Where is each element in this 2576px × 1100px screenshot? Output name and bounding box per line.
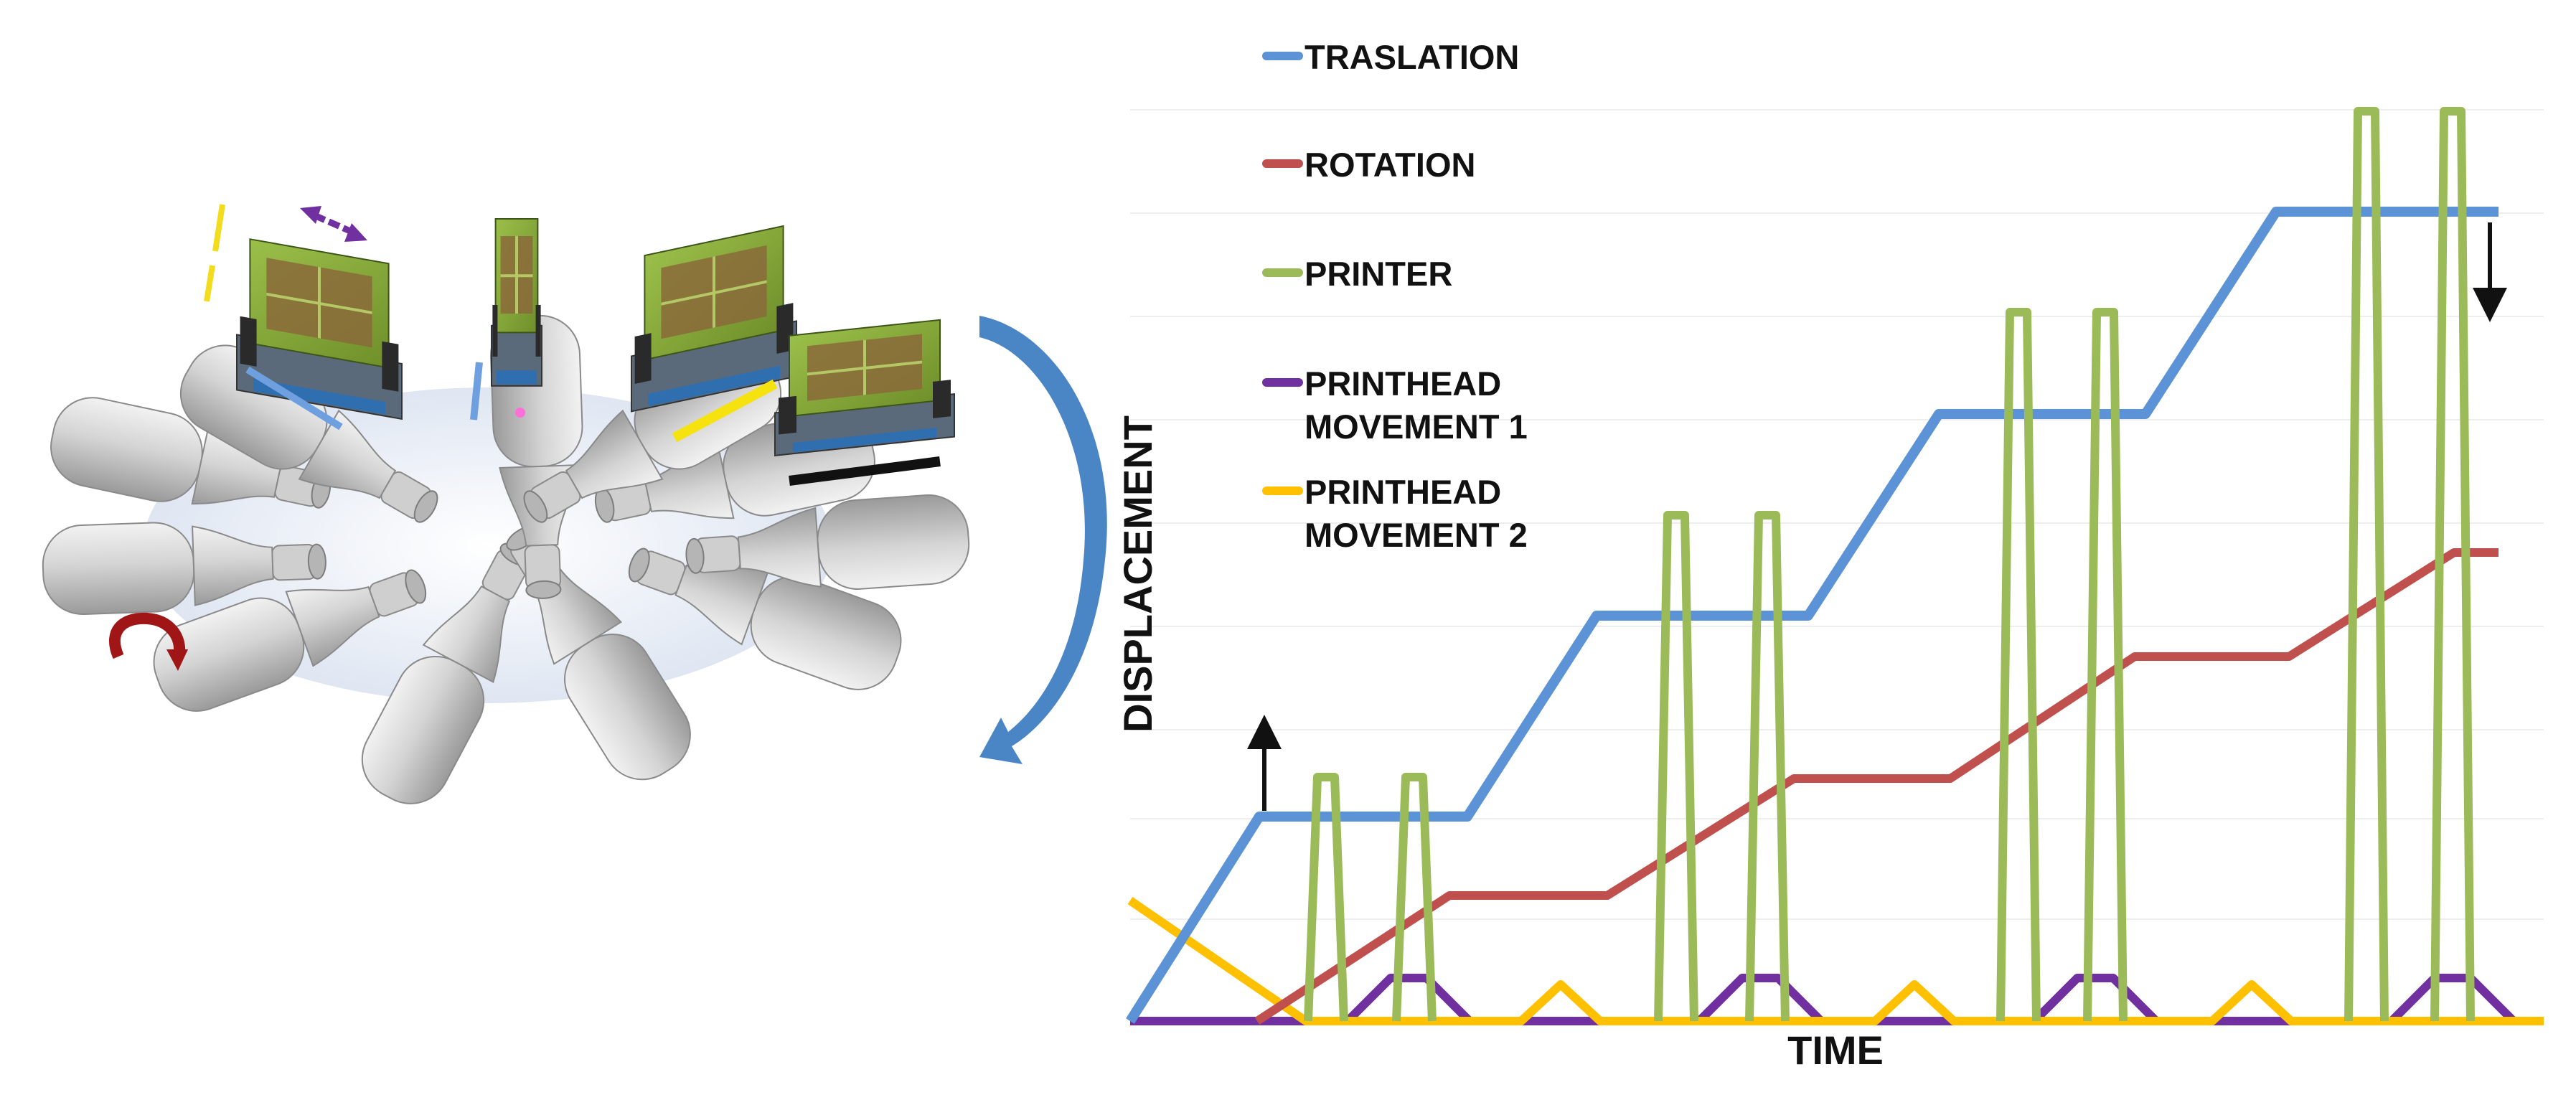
timing-chart: TIME DISPLACEMENT TRASLATION ROTATION PRIN… <box>1115 38 2544 1073</box>
y-axis-title: DISPLACEMENT <box>1115 415 1160 733</box>
legend-label-traslation: TRASLATION <box>1305 38 1519 76</box>
carousel-rotation-arrow-icon <box>979 316 1107 764</box>
legend-item-rotation: ROTATION <box>1262 146 1475 184</box>
legend-item-printer: PRINTER <box>1262 255 1452 293</box>
printhead-marker-yellow-3 <box>672 379 778 443</box>
printhead-marker-blue-1 <box>245 366 343 431</box>
x-axis-title: TIME <box>1787 1028 1884 1073</box>
rotation-arrow-icon <box>109 612 188 671</box>
printhead-marker-yellow-2 <box>204 265 215 302</box>
printer-pulse-6 <box>2083 308 2128 1022</box>
bottle <box>628 547 902 690</box>
bottle <box>179 344 438 523</box>
printheads-group <box>236 218 955 457</box>
printer-pulse-7 <box>2344 107 2389 1022</box>
legend-label-printhead2: PRINTHEAD <box>1305 473 1501 511</box>
legend: TRASLATION ROTATION PRINTER PRINTHEAD MOVEME… <box>1262 38 1528 554</box>
printer-pulse-8 <box>2430 107 2475 1022</box>
bottle-carousel-illustration <box>42 204 1107 804</box>
bottle <box>153 569 427 712</box>
bottle <box>685 494 970 590</box>
legend-label-printer: PRINTER <box>1305 255 1452 293</box>
legend-label-rotation: ROTATION <box>1305 146 1475 184</box>
series-group <box>1126 107 2544 1025</box>
legend-item-printhead2: PRINTHEAD MOVEMENT 2 <box>1262 473 1528 554</box>
printhead <box>236 238 403 420</box>
printhead-marker-yellow-1 <box>212 204 225 252</box>
bottle <box>361 542 533 804</box>
printhead-marker-black <box>789 456 941 486</box>
legend-label-printhead2: MOVEMENT 2 <box>1305 516 1528 554</box>
bottles-group <box>42 314 970 804</box>
printhead <box>631 225 797 413</box>
printer-pulse-3 <box>1654 511 1698 1022</box>
series-printer <box>1304 107 2475 1022</box>
printhead-marker-blue-2 <box>470 362 483 420</box>
printhead <box>491 218 542 387</box>
printhead <box>774 319 955 457</box>
printhead-marker-pink <box>515 408 525 418</box>
printer-pulse-2 <box>1392 773 1437 1022</box>
bottle <box>42 522 326 616</box>
series-rotation <box>1254 548 2499 1025</box>
legend-item-printhead1: PRINTHEAD MOVEMENT 1 <box>1262 365 1528 446</box>
bottle <box>523 344 782 523</box>
series-printhead-movement-1 <box>1130 974 2544 1025</box>
double-arrow-icon <box>300 206 367 242</box>
gridlines <box>1130 109 2544 920</box>
series-traslation <box>1126 207 2499 1024</box>
legend-item-traslation: TRASLATION <box>1262 38 1519 76</box>
printer-pulse-5 <box>1996 308 2041 1022</box>
printer-pulse-4 <box>1745 511 1790 1022</box>
series-printhead-movement-2 <box>1127 897 2544 1025</box>
printer-pulse-1 <box>1304 773 1348 1022</box>
legend-label-printhead1: PRINTHEAD <box>1305 365 1501 403</box>
legend-label-printhead1: MOVEMENT 1 <box>1305 408 1528 446</box>
